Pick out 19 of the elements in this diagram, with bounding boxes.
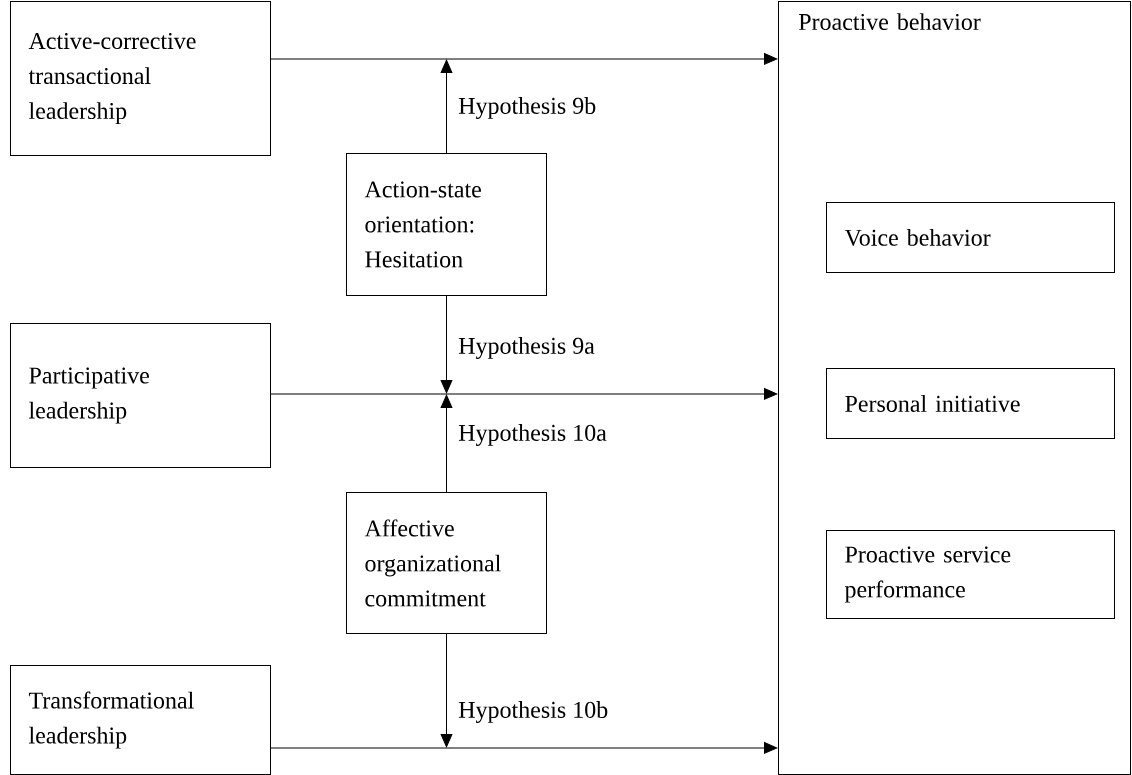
arrow bbox=[270, 742, 778, 754]
text-box: Active-corrective transactional leadership bbox=[10, 1, 271, 156]
text-box: Voice behavior bbox=[826, 202, 1115, 273]
text-box: Personal initiative bbox=[826, 368, 1115, 439]
arrow bbox=[270, 53, 778, 65]
edge-label: Hypothesis 9a bbox=[458, 337, 595, 359]
arrow bbox=[440, 295, 453, 394]
text-box: Action-state orientation: Hesitation bbox=[346, 153, 547, 296]
edge-label: Hypothesis 10b bbox=[458, 701, 608, 723]
text-box: Proactive service performance bbox=[826, 530, 1115, 619]
text-box: Transformational leadership bbox=[10, 665, 271, 775]
arrow bbox=[270, 388, 778, 400]
edge-label: Hypothesis 9b bbox=[458, 97, 596, 119]
edge-label: Hypothesis 10a bbox=[458, 424, 607, 446]
arrow bbox=[440, 59, 453, 154]
arrow bbox=[440, 394, 453, 493]
text-box: Participative leadership bbox=[10, 323, 271, 468]
text-box: Affective organizational commitment bbox=[346, 492, 547, 634]
arrow bbox=[440, 633, 453, 748]
